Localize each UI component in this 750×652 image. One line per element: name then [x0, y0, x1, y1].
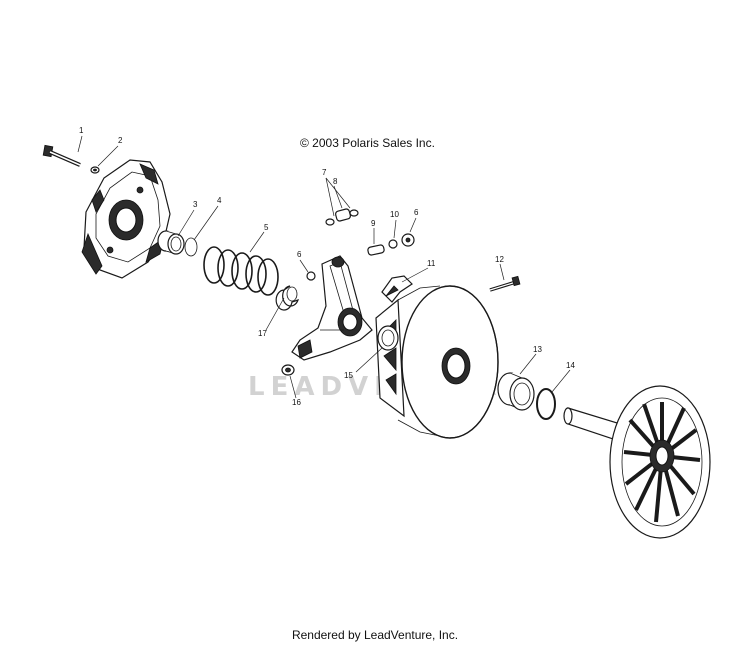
part-nut[interactable]: [281, 364, 295, 376]
part-flyweight[interactable]: [381, 275, 413, 303]
callout-10: 10: [390, 210, 399, 219]
part-roller[interactable]: [401, 233, 415, 247]
callout-5: 5: [264, 223, 269, 232]
part-bushing[interactable]: [157, 230, 185, 255]
callout-3: 3: [193, 200, 198, 209]
callout-17: 17: [258, 329, 267, 338]
callout-1: 1: [79, 126, 84, 135]
part-spider[interactable]: [291, 255, 373, 361]
part-retaining-ring[interactable]: [536, 388, 556, 420]
callout-13: 13: [533, 345, 542, 354]
part-roller-washer[interactable]: [388, 239, 398, 249]
part-roller-pin[interactable]: [367, 244, 385, 256]
callout-6b: 6: [414, 208, 419, 217]
callout-15: 15: [344, 371, 353, 380]
part-bolt[interactable]: [42, 144, 81, 167]
part-spring-cup[interactable]: [275, 285, 299, 311]
callout-11: 11: [427, 259, 436, 268]
leader-lines: [77, 135, 571, 399]
callout-8: 8: [333, 177, 338, 186]
callout-14: 14: [566, 361, 575, 370]
part-movable-sheave[interactable]: [375, 285, 499, 439]
part-pin-rollers[interactable]: [325, 208, 359, 226]
callout-7: 7: [322, 168, 327, 177]
part-washer[interactable]: [90, 166, 100, 174]
part-snap-ring[interactable]: [184, 237, 198, 257]
part-bearing[interactable]: [497, 372, 535, 411]
callout-labels: 1 2 3 4 5 6 7 8 9 10 6 11 12 13 14 15 16…: [79, 126, 575, 407]
part-cover-housing[interactable]: [81, 159, 171, 279]
callout-2: 2: [118, 136, 123, 145]
part-fixed-sheave[interactable]: [563, 385, 711, 539]
callout-9: 9: [371, 219, 376, 228]
copyright-text: © 2003 Polaris Sales Inc.: [300, 136, 435, 150]
part-roller-small[interactable]: [306, 271, 316, 281]
part-spring[interactable]: [203, 246, 279, 296]
callout-6a: 6: [297, 250, 302, 259]
footer-credit: Rendered by LeadVenture, Inc.: [291, 628, 459, 642]
callout-16: 16: [292, 398, 301, 407]
callout-12: 12: [495, 255, 504, 264]
part-sheave-bushing[interactable]: [377, 325, 399, 351]
callout-4: 4: [217, 196, 222, 205]
part-long-bolt[interactable]: [489, 275, 521, 292]
